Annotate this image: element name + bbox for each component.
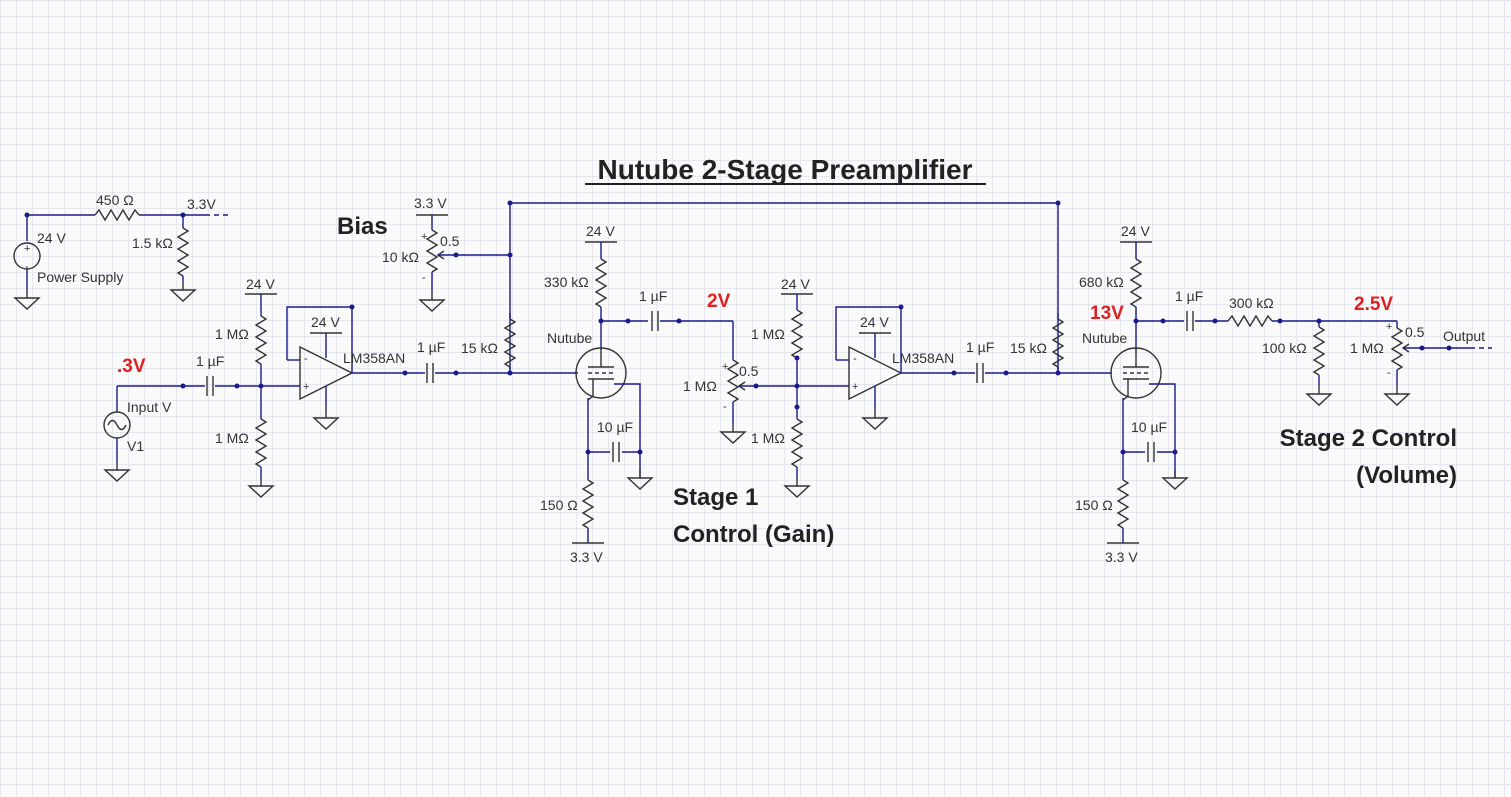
label-input-voltage: .3V — [117, 356, 146, 377]
label-t2-680k: 680 kΩ — [1079, 274, 1124, 290]
label-buf2-15k: 15 kΩ — [1010, 340, 1047, 356]
label-t2-cap: 1 µF — [1175, 288, 1203, 304]
label-gain-wiper: 0.5 — [739, 363, 759, 379]
svg-text:+: + — [24, 243, 30, 255]
label-vol-wiper: 0.5 — [1405, 324, 1425, 340]
label-output: Output — [1443, 328, 1485, 344]
svg-text:+: + — [722, 361, 728, 373]
label-buf2-rtop: 1 MΩ — [751, 326, 785, 342]
tube-stage-2: 24 V 680 kΩ 13V 1 µF 300 kΩ 2.5V 100 kΩ … — [1075, 223, 1397, 565]
label-t2-150: 150 Ω — [1075, 497, 1113, 513]
label-stage2-b: (Volume) — [1356, 462, 1457, 489]
input-section: .3V 1 µF Input V V1 — [103, 353, 300, 482]
label-node-3v3: 3.3V — [187, 196, 216, 212]
label-ps-24v: 24 V — [37, 230, 66, 246]
label-t1-cap: 1 µF — [639, 288, 667, 304]
power-supply-section: + - 450 Ω 3.3V 24 V 1.5 kΩ Power Supply — [13, 192, 230, 310]
label-t2-100k: 100 kΩ — [1262, 340, 1307, 356]
bias-bus-wire — [509, 202, 1059, 372]
svg-text:+: + — [852, 381, 858, 393]
buffer-2: 24 V 1 MΩ 1 MΩ - + 24 V LM358AN 1 µF 15 k… — [751, 276, 1112, 498]
label-vol-pot: 1 MΩ — [1350, 340, 1384, 356]
label-bias-wiper: 0.5 — [440, 233, 460, 249]
label-buf1-opamp-24v: 24 V — [311, 314, 340, 330]
svg-text:-: - — [723, 401, 727, 413]
label-bias: Bias — [337, 213, 388, 240]
label-stage1-a: Stage 1 — [673, 484, 758, 511]
label-t2-10uf: 10 µF — [1131, 419, 1167, 435]
diagram-title: Nutube 2-Stage Preamplifier — [598, 154, 973, 185]
svg-text:+: + — [303, 381, 309, 393]
label-bias-pot: 10 kΩ — [382, 249, 419, 265]
label-power-supply: Power Supply — [37, 269, 123, 285]
label-t1-3v3: 3.3 V — [570, 549, 603, 565]
label-input-v: Input V — [127, 399, 172, 415]
label-t2-24v: 24 V — [1121, 223, 1150, 239]
svg-text:+: + — [421, 231, 427, 243]
label-t2-3v3: 3.3 V — [1105, 549, 1138, 565]
label-t2-node: 13V — [1090, 303, 1124, 324]
label-1k5: 1.5 kΩ — [132, 235, 173, 251]
label-t1-24v: 24 V — [586, 223, 615, 239]
label-buf2-rbot: 1 MΩ — [751, 430, 785, 446]
label-t2-name: Nutube — [1082, 330, 1127, 346]
label-t1-150: 150 Ω — [540, 497, 578, 513]
label-t1-10uf: 10 µF — [597, 419, 633, 435]
label-output-node: 2.5V — [1354, 294, 1393, 315]
label-t2-300k: 300 kΩ — [1229, 295, 1274, 311]
title-group: Nutube 2-Stage Preamplifier — [585, 154, 986, 185]
gain-control: + - 1 MΩ 0.5 Stage 1 Control (Gain) — [673, 321, 834, 548]
label-t1-name: Nutube — [547, 330, 592, 346]
label-buf1-rtop: 1 MΩ — [215, 326, 249, 342]
buffer-1: 24 V 1 MΩ 1 MΩ - + 24 V LM358AN 1 µF 15 k… — [215, 276, 578, 498]
svg-text:-: - — [853, 353, 857, 365]
label-stage2-a: Stage 2 Control — [1280, 425, 1457, 452]
label-stage1-b: Control (Gain) — [673, 521, 834, 548]
svg-text:-: - — [25, 261, 29, 273]
label-bias-3v3: 3.3 V — [414, 195, 447, 211]
svg-text:-: - — [304, 353, 308, 365]
label-input-cap: 1 µF — [196, 353, 224, 369]
label-v1: V1 — [127, 438, 144, 454]
label-t1-node: 2V — [707, 291, 731, 312]
label-buf2-opamp-24v: 24 V — [860, 314, 889, 330]
label-buf2-opamp: LM358AN — [892, 350, 954, 366]
tube-stage-1: 24 V 330 kΩ 1 µF 2V Nutube 10 µF 150 Ω 3… — [540, 223, 733, 565]
label-t1-330k: 330 kΩ — [544, 274, 589, 290]
label-buf1-24v: 24 V — [246, 276, 275, 292]
bias-section: Bias 3.3 V + - 10 kΩ 0.5 — [337, 195, 510, 312]
svg-text:-: - — [1387, 367, 1391, 379]
label-buf2-24v: 24 V — [781, 276, 810, 292]
volume-control: + - 1 MΩ 0.5 Output Stage 2 Control (Volu… — [1280, 321, 1492, 489]
label-buf1-15k: 15 kΩ — [461, 340, 498, 356]
label-buf1-opamp: LM358AN — [343, 350, 405, 366]
label-gain-pot: 1 MΩ — [683, 378, 717, 394]
label-buf1-rbot: 1 MΩ — [215, 430, 249, 446]
label-450-ohm: 450 Ω — [96, 192, 134, 208]
svg-text:-: - — [422, 272, 426, 284]
label-buf1-cap: 1 µF — [417, 339, 445, 355]
svg-text:+: + — [1386, 321, 1392, 333]
label-buf2-cap: 1 µF — [966, 339, 994, 355]
